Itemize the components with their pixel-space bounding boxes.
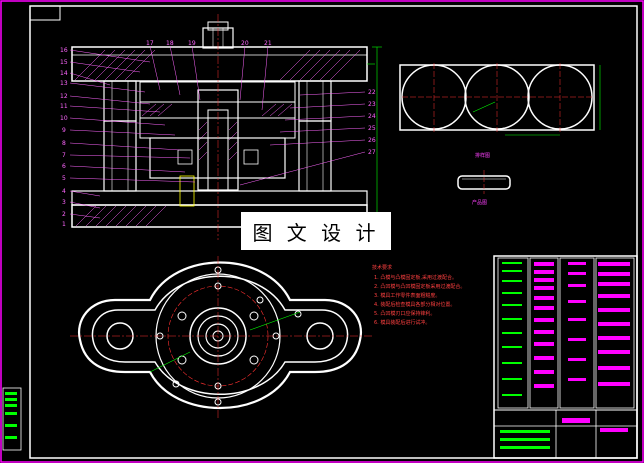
part-number: 1 [62,221,66,228]
part-number: 6 [62,163,66,170]
part-number: 14 [60,70,68,77]
part-number: 8 [62,140,66,147]
part-number: 18 [166,40,174,47]
strip-layout-view [399,63,601,136]
tech-note-line: 3. 模具工作零件表面粗糙度。 [374,293,441,299]
part-number: 21 [264,40,272,47]
product-view-caption: 产品图 [472,200,488,206]
part-number: 5 [62,175,66,182]
tech-note-line: 4. 装配后检查模具各部分相对位置。 [374,302,456,308]
part-number: 9 [62,127,66,134]
product-view [457,170,511,194]
margin-strip [2,387,22,451]
part-number: 7 [62,152,66,159]
part-number: 2 [62,211,66,218]
tech-note-line: 5. 凸凹模刃口应保持锋利。 [374,311,436,317]
part-number: 13 [60,80,68,87]
part-number: 26 [368,137,376,144]
part-number: 19 [188,40,196,47]
part-number: 4 [62,188,66,195]
part-number: 24 [368,113,376,120]
part-number: 12 [60,93,68,100]
part-number: 10 [60,115,68,122]
part-number: 25 [368,125,376,132]
drawing-border [29,5,638,459]
part-number: 17 [146,40,154,47]
part-number: 16 [60,47,68,54]
corner-tag [29,5,61,21]
part-number: 20 [241,40,249,47]
die-section-view: 16 15 14 13 12 11 10 9 8 7 6 5 4 3 2 1 1… [60,14,382,240]
tech-notes-title: 技术要求 [372,265,393,271]
tech-note-line: 6. 模具装配后进行试冲。 [374,320,431,326]
tech-note-line: 2. 凸凹模与凸凹模固定板采用过渡配合。 [374,284,466,290]
layout-view-caption: 排样图 [475,153,491,159]
part-number: 15 [60,59,68,66]
part-number: 3 [62,199,66,206]
title-block [493,255,638,459]
part-number: 22 [368,89,376,96]
part-number: 11 [60,103,68,110]
tech-note-line: 1. 凸模与凸模固定板,采用过渡配合。 [374,275,457,281]
part-number: 23 [368,101,376,108]
die-plan-view [70,256,372,418]
watermark-label: 图 文 设 计 [241,212,391,250]
part-number: 27 [368,149,376,156]
